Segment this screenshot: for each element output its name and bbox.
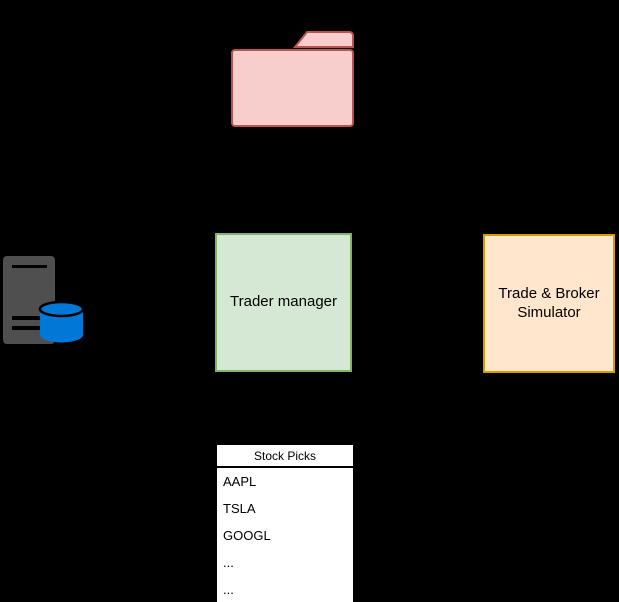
server-icon xyxy=(3,256,85,344)
table-row: ... xyxy=(223,555,234,570)
server-slot xyxy=(12,326,47,330)
server-slot xyxy=(12,316,47,320)
table-row: ... xyxy=(223,582,234,597)
stock-picks-table: Stock Picks AAPL TSLA GOOGL ... ... xyxy=(215,443,355,602)
folder-tab xyxy=(292,31,354,48)
node-trader-manager-label: Trader manager xyxy=(230,293,337,311)
table-row: TSLA xyxy=(223,501,256,516)
stock-picks-table-header: Stock Picks xyxy=(217,445,353,468)
table-row: GOOGL xyxy=(223,528,271,543)
database-body xyxy=(40,309,83,343)
node-trade-broker-simulator-label: Trade & Broker Simulator xyxy=(498,284,600,321)
node-trader-manager: Trader manager xyxy=(215,233,352,372)
folder-body xyxy=(231,49,354,127)
database-icon xyxy=(38,300,85,343)
node-trade-broker-simulator: Trade & Broker Simulator xyxy=(483,234,615,373)
folder-icon xyxy=(231,31,354,127)
server-slot xyxy=(12,265,47,268)
table-row: AAPL xyxy=(223,474,257,489)
database-top xyxy=(38,300,85,318)
